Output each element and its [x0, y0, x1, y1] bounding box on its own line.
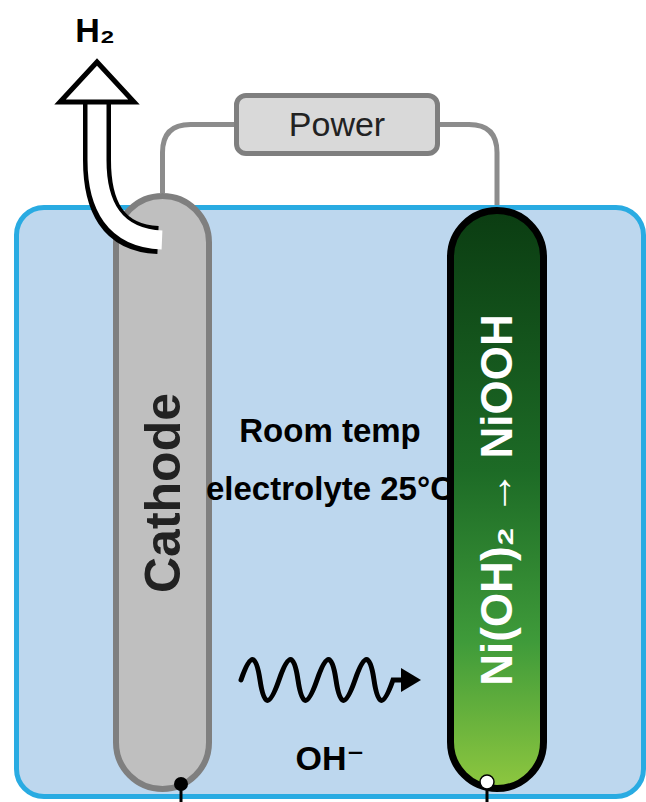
- gas-arrow-head: [60, 62, 134, 102]
- electrolyte-label: Room temp electrolyte 25°C: [200, 402, 460, 518]
- wave-arrowhead: [401, 668, 421, 692]
- power-label: Power: [289, 105, 385, 144]
- cathode-label: Cathode: [135, 393, 190, 593]
- power-supply-box: Power: [234, 93, 440, 156]
- power-wire: [163, 125, 235, 194]
- ion-label: OH⁻: [230, 738, 430, 778]
- anode-electrode: Ni(OH)₂ → NiOOH: [447, 207, 547, 792]
- power-wire: [440, 125, 497, 208]
- electrolyte-bath: Cathode Ni(OH)₂ → NiOOH Room temp electrol…: [14, 205, 646, 799]
- cathode-electrode: Cathode: [113, 193, 212, 792]
- wave-line: [241, 660, 405, 701]
- anode-reaction-label: Ni(OH)₂ → NiOOH: [473, 314, 521, 686]
- gas-label: H₂: [55, 10, 135, 50]
